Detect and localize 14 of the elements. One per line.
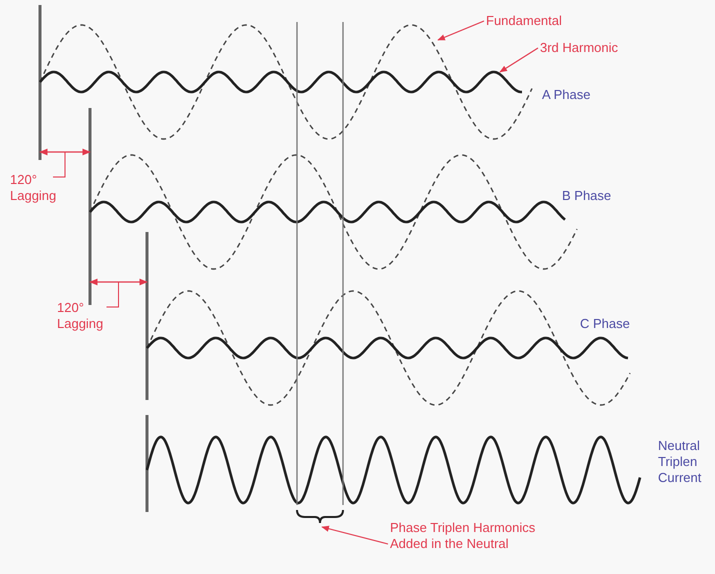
waveform-label: C Phase [580, 316, 630, 332]
curly-bracket [296, 510, 344, 524]
leader-label: Phase Triplen Harmonics Added in the Neutral [390, 520, 570, 552]
leader-label: Fundamental [486, 13, 562, 29]
leader-label: 3rd Harmonic [540, 40, 618, 56]
leader-arrow [321, 526, 388, 545]
leader-arrow [437, 20, 484, 40]
waveform-label: B Phase [562, 188, 612, 204]
waveform-label: A Phase [542, 87, 590, 103]
leader-arrow [499, 48, 538, 72]
dimension-label: 120° Lagging [57, 300, 104, 332]
dimension-label: 120° Lagging [10, 172, 58, 204]
waveform-label: Neutral Triplen Current [658, 438, 702, 486]
fundamental-wave [39, 24, 533, 140]
